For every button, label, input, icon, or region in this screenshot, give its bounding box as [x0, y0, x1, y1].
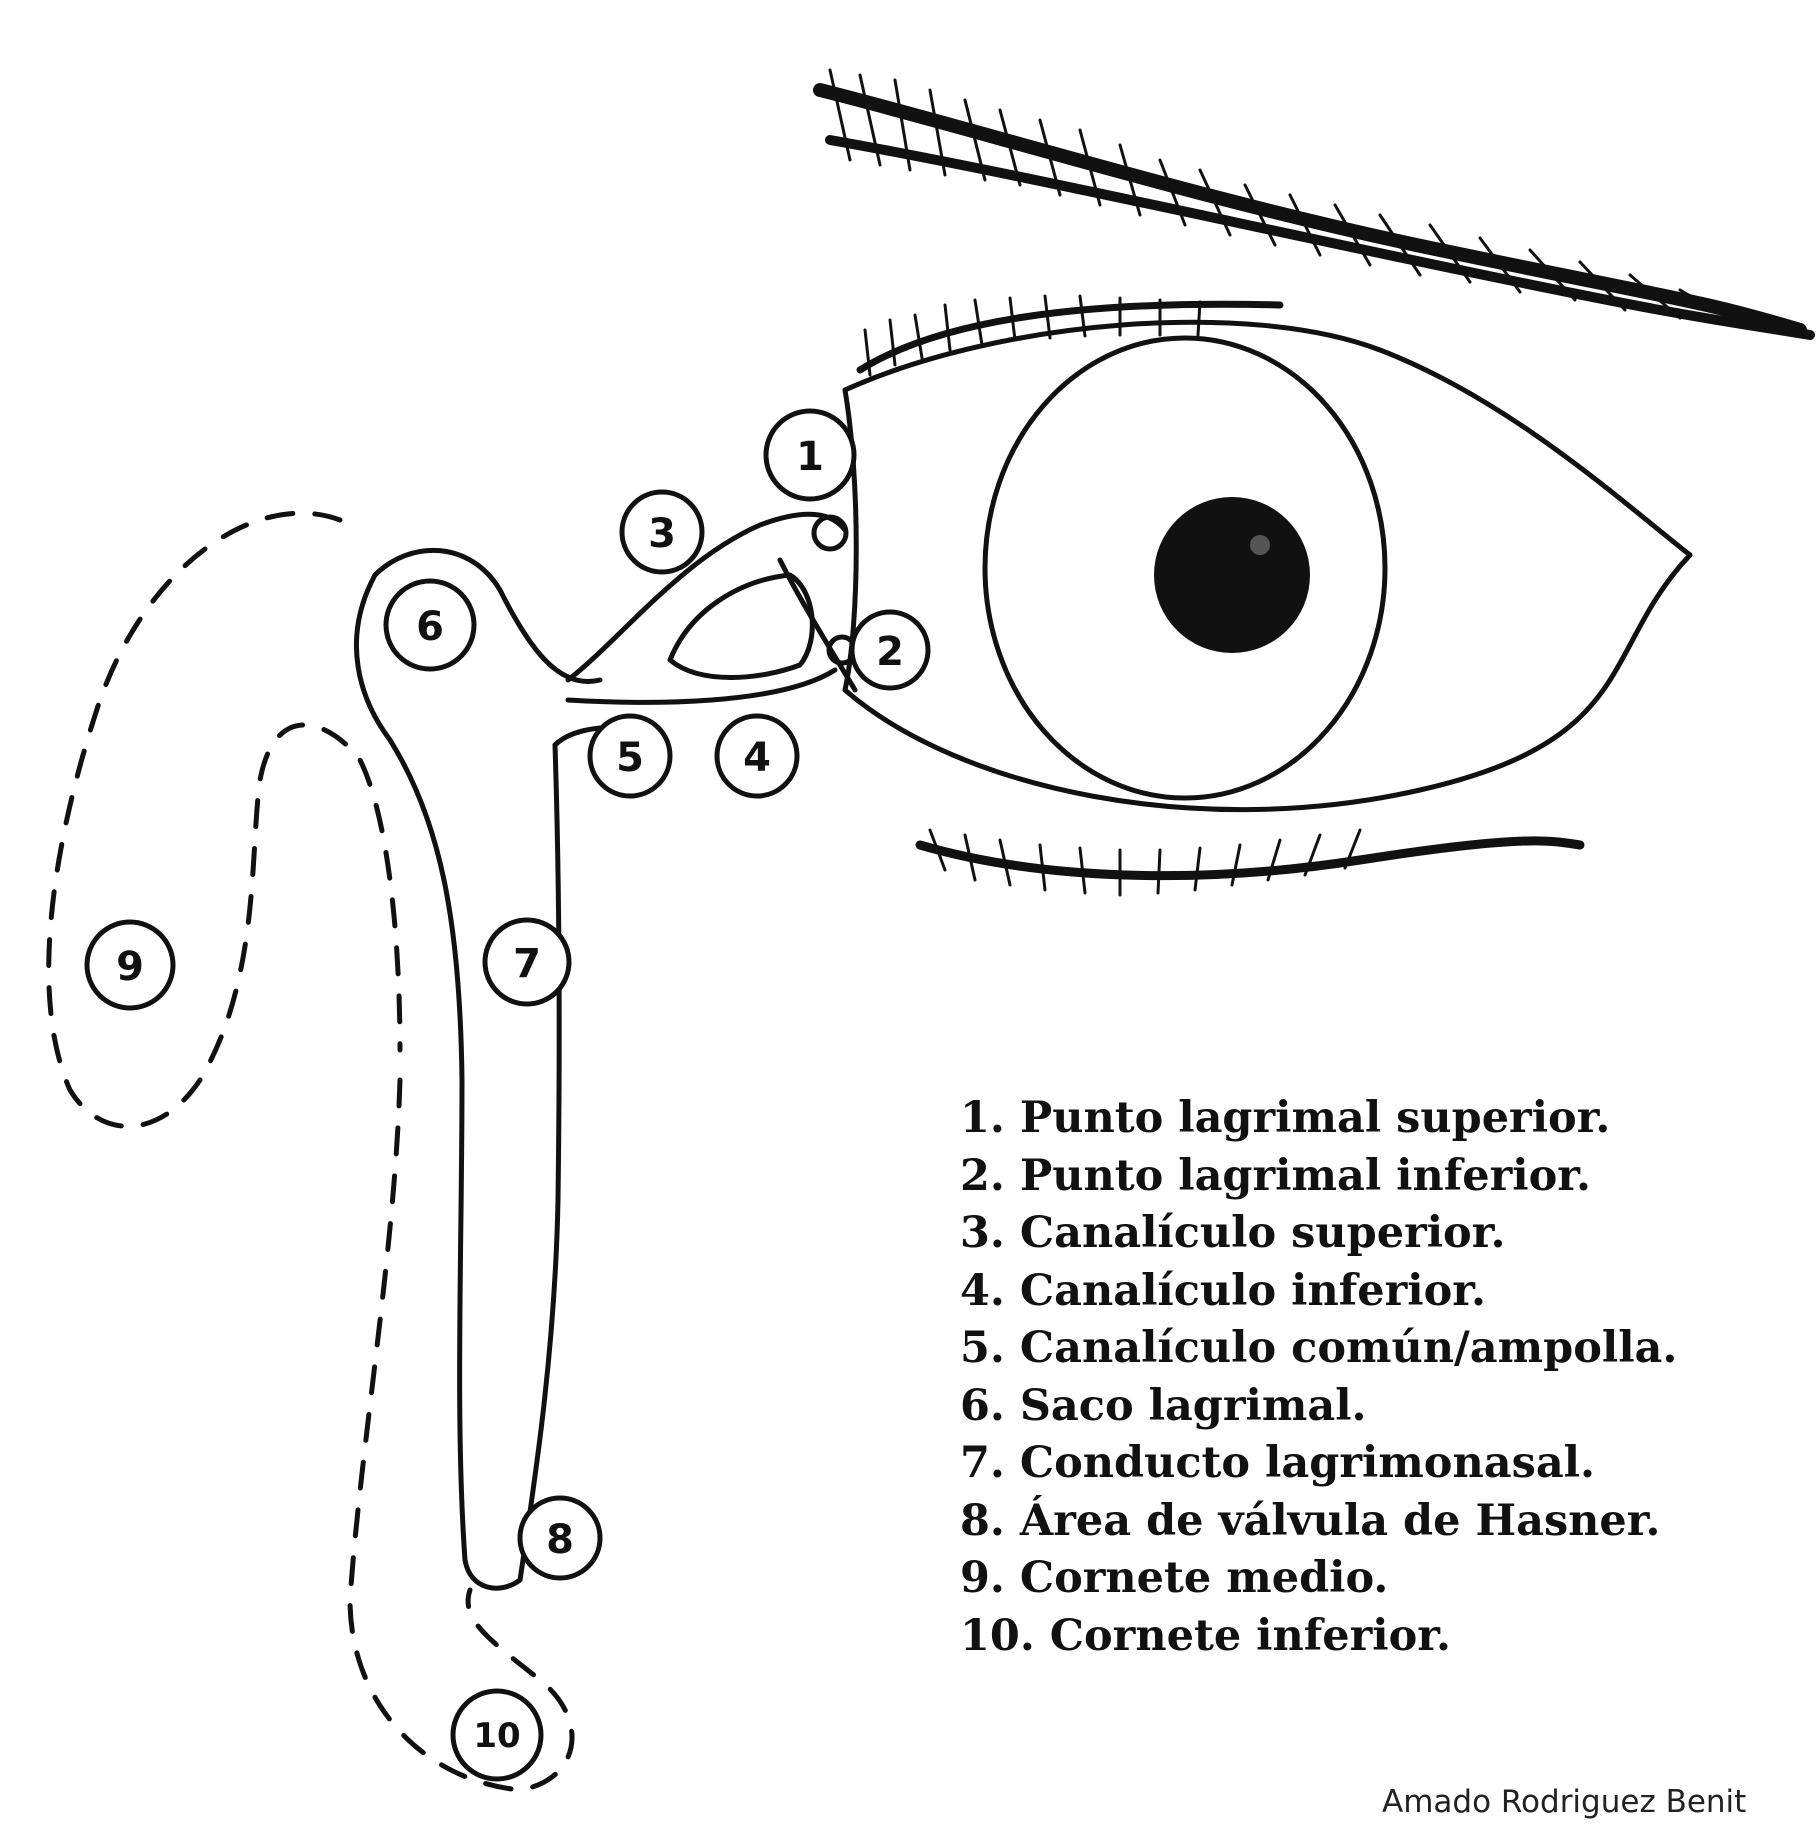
- marker-10: 10: [453, 1691, 541, 1779]
- marker-7: 7: [485, 920, 569, 1004]
- legend-item: 5. Canalículo común/ampolla.: [960, 1320, 1677, 1378]
- marker-7-label: 7: [513, 941, 541, 987]
- marker-3: 3: [622, 492, 702, 572]
- author-credit: Amado Rodriguez Benit: [1382, 1784, 1746, 1820]
- marker-1: 1: [766, 411, 854, 499]
- marker-1-label: 1: [796, 434, 824, 480]
- marker-10-label: 10: [473, 1716, 520, 1756]
- eye: [845, 322, 1690, 809]
- legend-item: 3. Canalículo superior.: [960, 1205, 1677, 1263]
- marker-6-label: 6: [416, 604, 444, 650]
- marker-9-label: 9: [116, 944, 144, 990]
- marker-8: 8: [520, 1498, 600, 1578]
- punctum-superior: [814, 517, 846, 549]
- lower-eyelashes: [920, 830, 1580, 895]
- marker-6: 6: [386, 581, 474, 669]
- legend-item: 4. Canalículo inferior.: [960, 1263, 1677, 1321]
- legend-item: 2. Punto lagrimal inferior.: [960, 1148, 1677, 1206]
- pupil: [1154, 497, 1310, 653]
- marker-4-label: 4: [743, 735, 771, 781]
- legend-item: 8. Área de válvula de Hasner.: [960, 1493, 1677, 1551]
- legend-item: 1. Punto lagrimal superior.: [960, 1090, 1677, 1148]
- eyebrow: [820, 70, 1810, 335]
- legend-item: 9. Cornete medio.: [960, 1550, 1677, 1608]
- marker-5: 5: [590, 716, 670, 796]
- legend-item: 6. Saco lagrimal.: [960, 1378, 1677, 1436]
- lacrimal-sac-and-duct: [356, 550, 600, 1588]
- middle-turbinate-outline: [49, 513, 400, 1126]
- marker-9: 9: [87, 922, 173, 1008]
- marker-8-label: 8: [546, 1517, 574, 1563]
- marker-3-label: 3: [648, 511, 676, 557]
- marker-2: 2: [852, 612, 928, 688]
- marker-4: 4: [717, 716, 797, 796]
- legend-item: 7. Conducto lagrimonasal.: [960, 1435, 1677, 1493]
- legend-item: 10. Cornete inferior.: [960, 1608, 1677, 1666]
- legend: 1. Punto lagrimal superior. 2. Punto lag…: [960, 1090, 1677, 1665]
- marker-5-label: 5: [616, 735, 644, 781]
- canaliculi: [568, 514, 855, 702]
- marker-2-label: 2: [876, 629, 904, 675]
